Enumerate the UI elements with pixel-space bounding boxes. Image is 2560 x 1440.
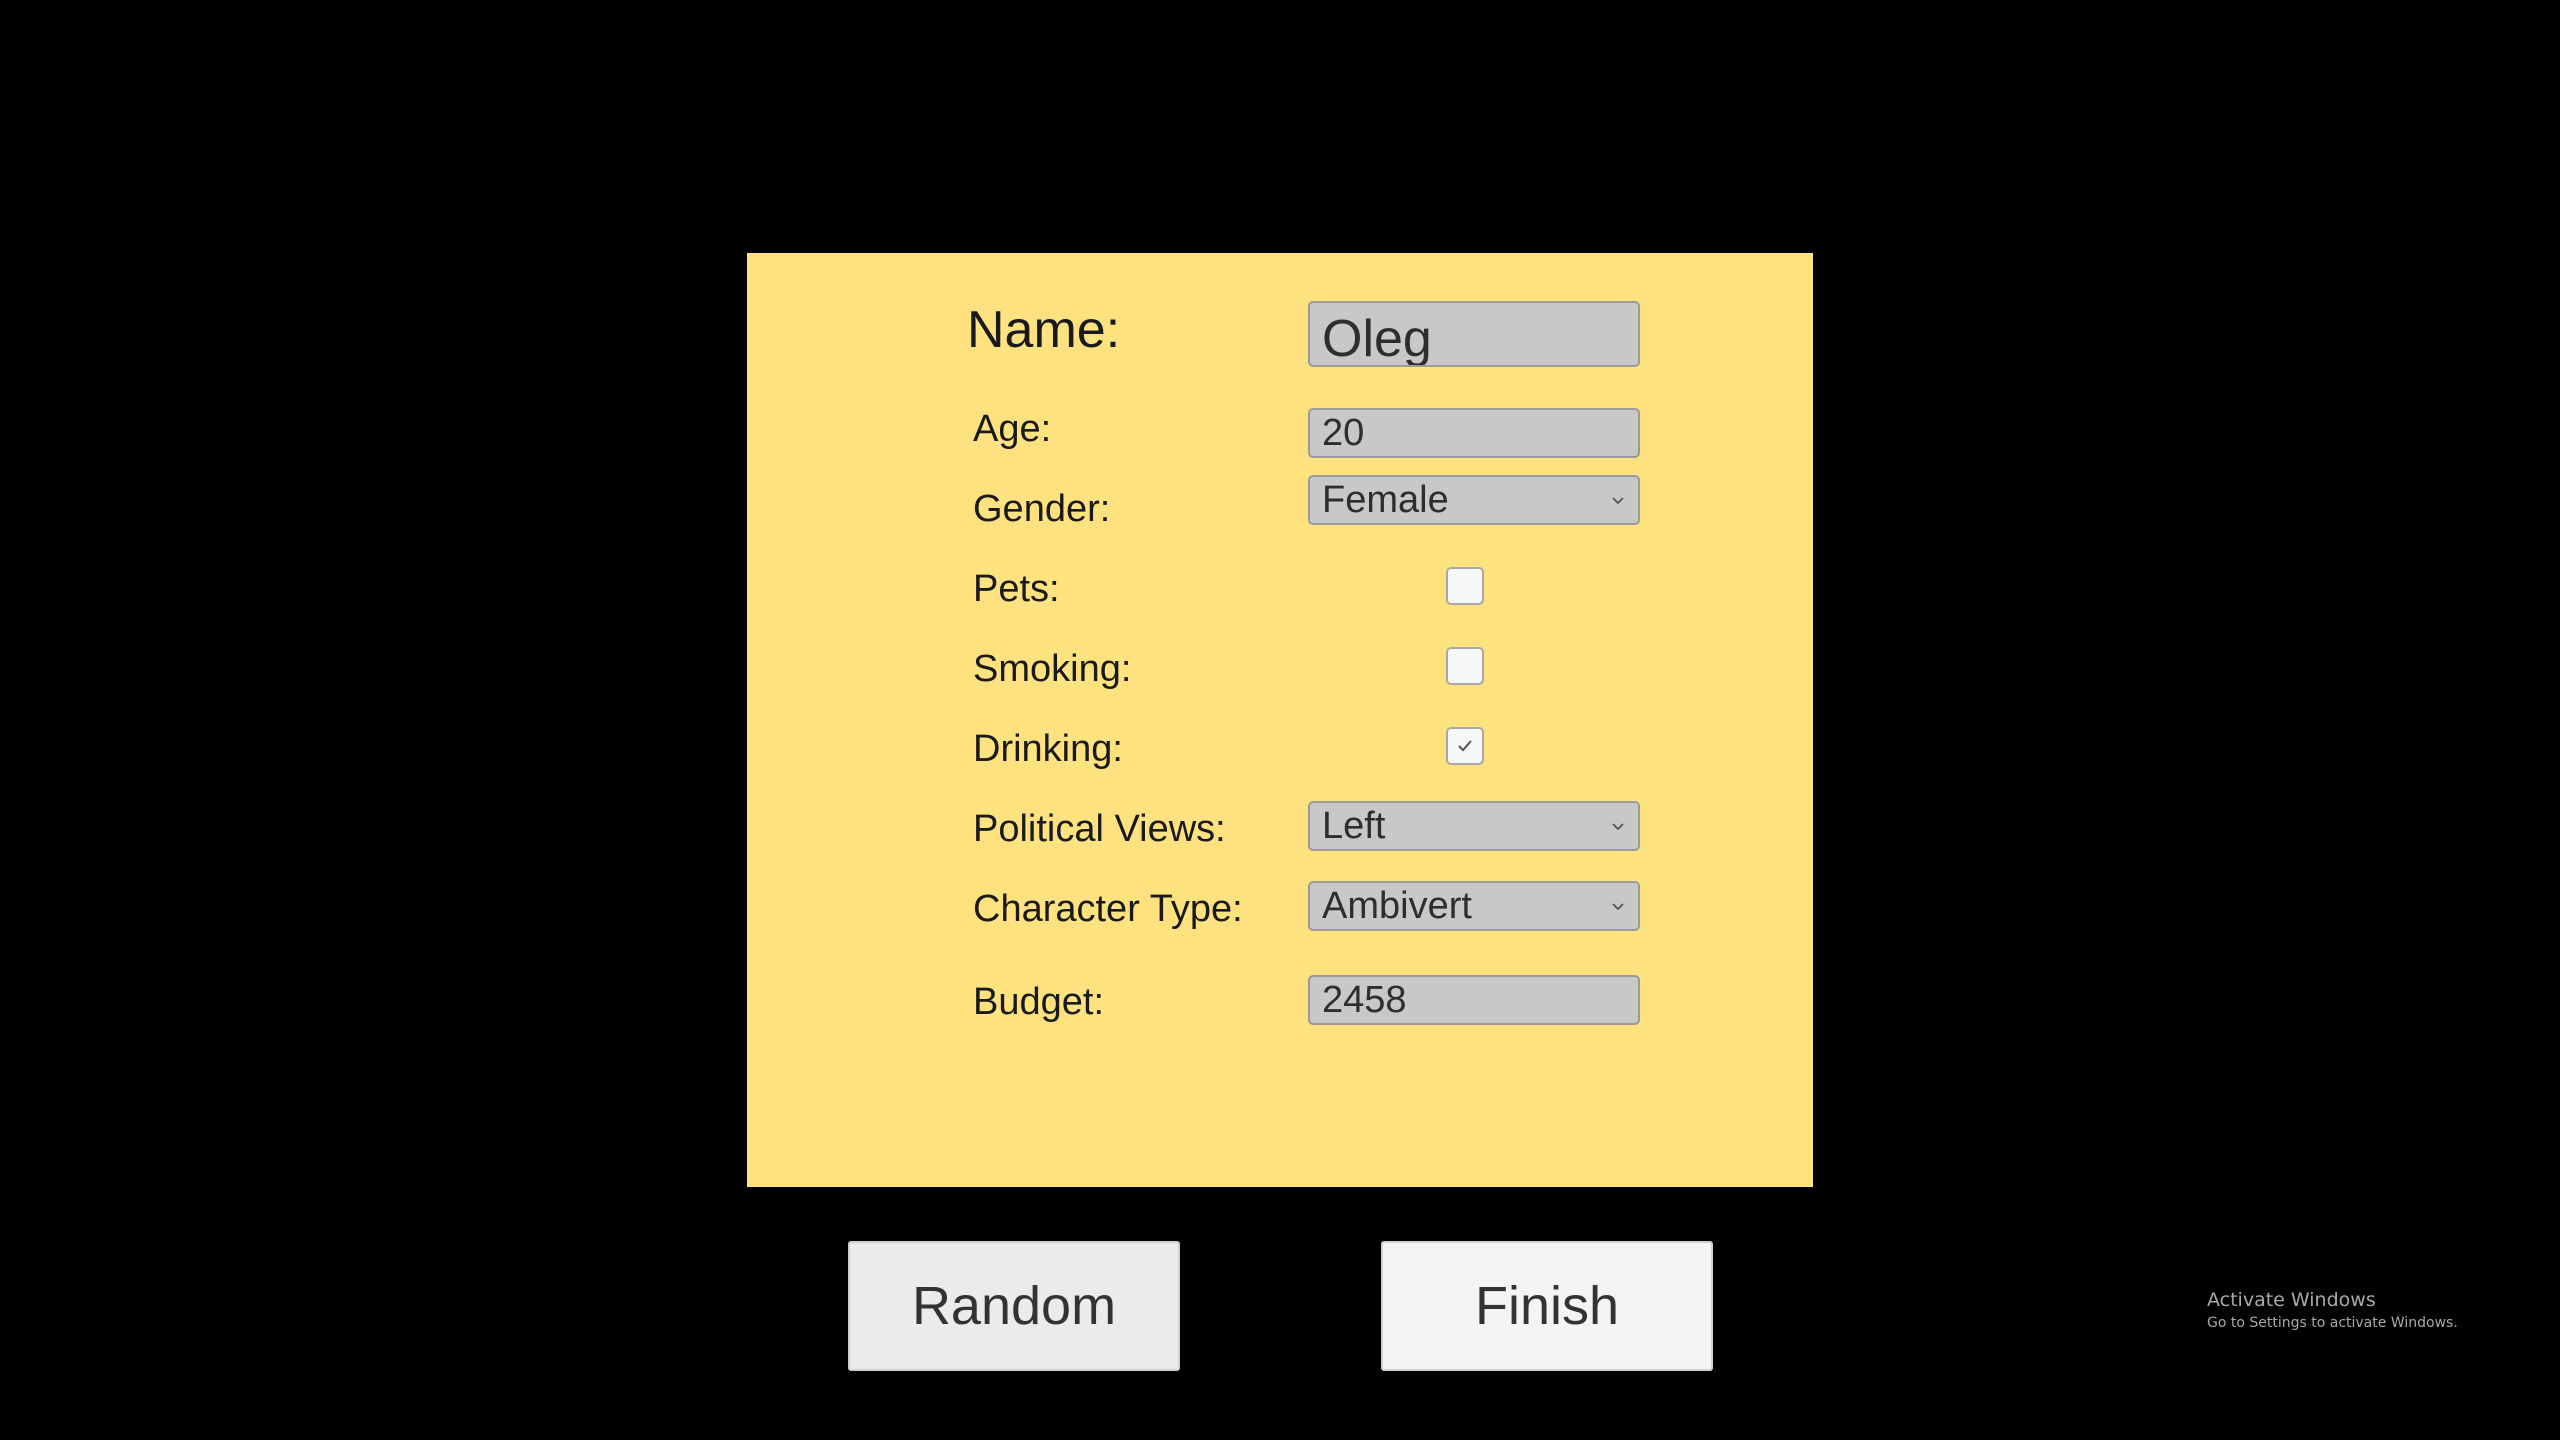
budget-value: 2458: [1322, 979, 1407, 1021]
pets-label: Pets:: [973, 568, 1060, 610]
smoking-label: Smoking:: [973, 648, 1132, 690]
political-views-dropdown[interactable]: Left: [1308, 801, 1640, 851]
name-input[interactable]: Oleg: [1308, 301, 1640, 367]
budget-label: Budget:: [973, 981, 1104, 1023]
watermark-subtitle: Go to Settings to activate Windows.: [2207, 1314, 2458, 1331]
budget-input[interactable]: 2458: [1308, 975, 1640, 1025]
name-label: Name:: [967, 301, 1121, 359]
age-input[interactable]: 20: [1308, 408, 1640, 458]
checkmark-icon: [1458, 740, 1472, 752]
gender-selected-value: Female: [1322, 479, 1449, 521]
drinking-checkbox[interactable]: [1446, 727, 1484, 765]
activate-windows-watermark: Activate Windows Go to Settings to activ…: [2207, 1289, 2458, 1332]
character-type-dropdown[interactable]: Ambivert: [1308, 881, 1640, 931]
character-type-label: Character Type:: [973, 888, 1243, 930]
gender-label: Gender:: [973, 488, 1111, 530]
name-value: Oleg: [1322, 310, 1432, 367]
character-type-selected-value: Ambivert: [1322, 885, 1472, 927]
chevron-down-icon: [1612, 497, 1624, 505]
chevron-down-icon: [1612, 903, 1624, 911]
random-button[interactable]: Random: [848, 1241, 1180, 1371]
drinking-label: Drinking:: [973, 728, 1123, 770]
age-value: 20: [1322, 412, 1365, 454]
political-views-selected-value: Left: [1322, 805, 1386, 847]
political-views-label: Political Views:: [973, 808, 1226, 850]
age-label: Age:: [973, 408, 1052, 450]
gender-dropdown[interactable]: Female: [1308, 475, 1640, 525]
character-form-panel: [747, 253, 1813, 1187]
smoking-checkbox[interactable]: [1446, 647, 1484, 685]
finish-button[interactable]: Finish: [1381, 1241, 1713, 1371]
watermark-title: Activate Windows: [2207, 1289, 2376, 1311]
chevron-down-icon: [1612, 823, 1624, 831]
pets-checkbox[interactable]: [1446, 567, 1484, 605]
